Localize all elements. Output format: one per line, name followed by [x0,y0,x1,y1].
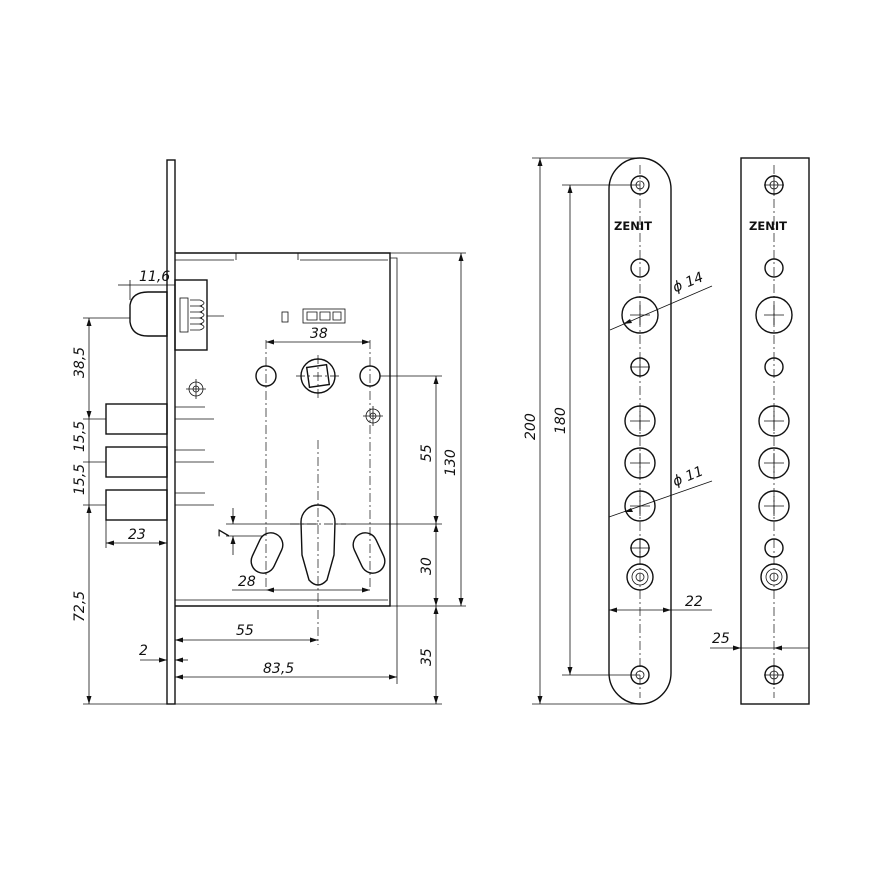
dim-lower-height: 72,5 [72,591,88,622]
strike-brand: ZENIT [749,219,787,233]
dim-faceplate-thickness: 2 [139,643,148,659]
dim-hole-span: 180 [553,407,569,434]
dim-faceplate-width: 22 [685,594,703,610]
dim-handle-width: 11,6 [139,269,170,285]
left-dimensions [83,252,466,705]
dim-spindle-to-cam: 55 [419,444,435,462]
dim-bolt-projection: 23 [128,527,146,543]
dim-cylinder-slot-offset: 7 [217,529,233,538]
dim-top-to-spindle: 38,5 [72,347,88,378]
faceplate-brand: ZENIT [614,219,652,233]
dim-body-height: 130 [443,449,459,476]
dim-spindle-to-cylinder: 38 [310,326,328,342]
dim-hole-diameter-small: ϕ 11 [671,463,706,490]
dim-cam-to-bottom: 30 [419,557,435,575]
dim-body-depth: 83,5 [263,661,294,677]
dim-slot-spacing: 28 [238,574,256,590]
strike-outline [740,157,810,705]
dim-strike-width: 25 [712,631,730,647]
body-screws [185,378,384,427]
lock-case [175,252,391,607]
dim-bottom-offset: 35 [419,648,435,666]
dim-faceplate-length: 200 [523,413,539,440]
strike-plate-view: ZENIT 25 [710,157,810,705]
deadbolts [105,403,214,521]
dim-hole-diameter-large: ϕ 14 [671,269,706,296]
dim-backset: 55 [236,623,254,639]
lock-side-view: 11,6 38 38,5 15,5 15,5 23 72,5 2 55 83,5… [72,159,466,705]
dim-bolt-pitch-2: 15,5 [72,464,88,495]
dim-bolt-pitch-1: 15,5 [72,421,88,452]
faceplate-front-view: ZENIT 200 180 ϕ 14 ϕ 11 [523,157,713,705]
spindle-area [255,355,381,400]
lock-faceplate [166,159,176,705]
latch-assembly [129,279,346,351]
